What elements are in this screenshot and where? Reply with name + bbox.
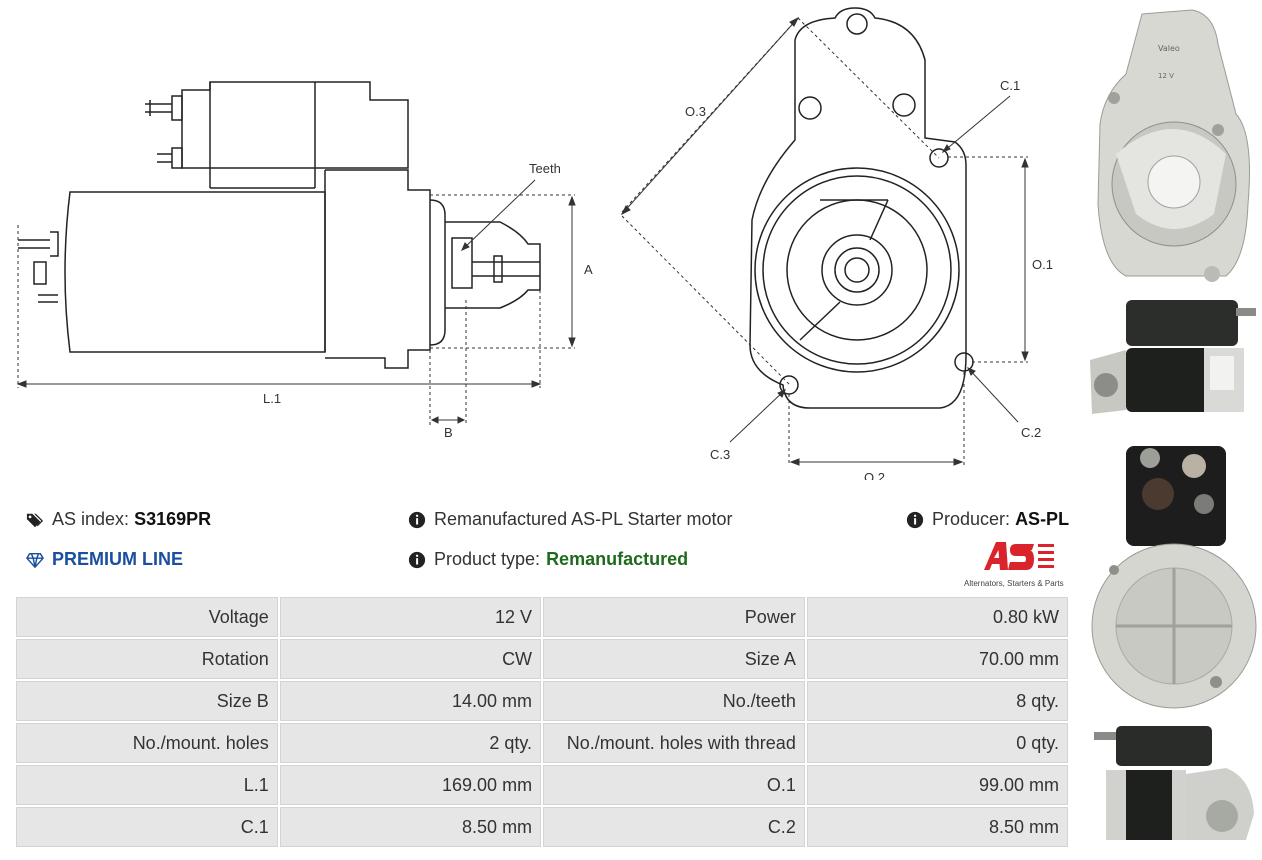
label-b: B [444,425,453,440]
solenoid-outline [181,81,409,169]
photo-side-view[interactable] [1086,290,1262,432]
spec-label: Power [543,597,805,637]
as-pl-logo-mark [984,542,1054,570]
label-o1: O.1 [1032,257,1053,272]
flange-outline [749,7,967,409]
spec-value: 0.80 kW [806,597,1068,637]
premium-line-row: PREMIUM LINE [26,549,183,570]
spec-value: 2 qty. [279,723,542,763]
producer-value: AS-PL [1015,509,1070,529]
diamond-icon [26,552,44,568]
spec-label: O.1 [543,765,805,805]
spec-value: 14.00 mm [279,681,542,721]
photo-voltage-stamp: 12 V [1158,72,1174,80]
spec-value: 99.00 mm [806,765,1068,805]
photo-front-view[interactable]: Valeo 12 V [1086,4,1262,284]
premium-line-label: PREMIUM LINE [52,549,184,569]
producer-row: Producer: AS-PL [906,509,1069,530]
info-icon [906,511,924,528]
label-c1: C.1 [1000,78,1020,93]
photo-side-view-2[interactable] [1086,718,1262,858]
as-index-value: S3169PR [134,509,212,529]
label-c3: C.3 [710,447,730,462]
tags-icon [26,513,44,527]
label-teeth: Teeth [529,161,561,176]
label-o3: O.3 [685,104,706,119]
product-photos: Valeo 12 V [1086,0,1262,860]
spec-value: 70.00 mm [806,639,1068,679]
spec-label: No./mount. holes [16,723,278,763]
spec-label: Size A [543,639,805,679]
spec-label: L.1 [16,765,278,805]
spec-value: 8.50 mm [279,807,542,847]
label-o2: O.2 [864,470,885,480]
info-icon [408,551,426,568]
spec-label: No./mount. holes with thread [543,723,805,763]
photo-rear-view[interactable] [1086,440,1262,715]
logo-tagline: Alternators, Starters & Parts [964,579,1064,588]
spec-label: Voltage [16,597,278,637]
spec-value: 8 qty. [806,681,1068,721]
spec-label: No./teeth [543,681,805,721]
description-row: Remanufactured AS-PL Starter motor [408,509,732,530]
info-icon [408,511,426,528]
motor-body [64,191,326,353]
spec-value: 169.00 mm [279,765,542,805]
drawing-svg: Teeth A B L.1 [16,7,1053,480]
spec-value: 8.50 mm [806,807,1068,847]
product-type-row: Product type: Remanufactured [408,549,688,570]
product-type-label: Product type: [434,549,541,569]
technical-drawings: Teeth A B L.1 [0,0,1080,480]
description-text: Remanufactured AS-PL Starter motor [434,509,733,529]
label-a: A [584,262,593,277]
spec-label: C.1 [16,807,278,847]
label-l1: L.1 [263,391,281,406]
spec-value: 0 qty. [806,723,1068,763]
spec-value: CW [279,639,542,679]
product-type-value: Remanufactured [546,549,689,569]
spec-label: Size B [16,681,278,721]
producer-label: Producer: [932,509,1011,529]
as-index-label: AS index: [52,509,130,529]
spec-label: Rotation [16,639,278,679]
label-c2: C.2 [1021,425,1041,440]
photo-brand-stamp: Valeo [1158,44,1180,53]
spec-label: C.2 [543,807,805,847]
as-pl-logo: Alternators, Starters & Parts [964,540,1070,588]
as-index-row: AS index: S3169PR [26,509,211,530]
spec-value: 12 V [279,597,542,637]
